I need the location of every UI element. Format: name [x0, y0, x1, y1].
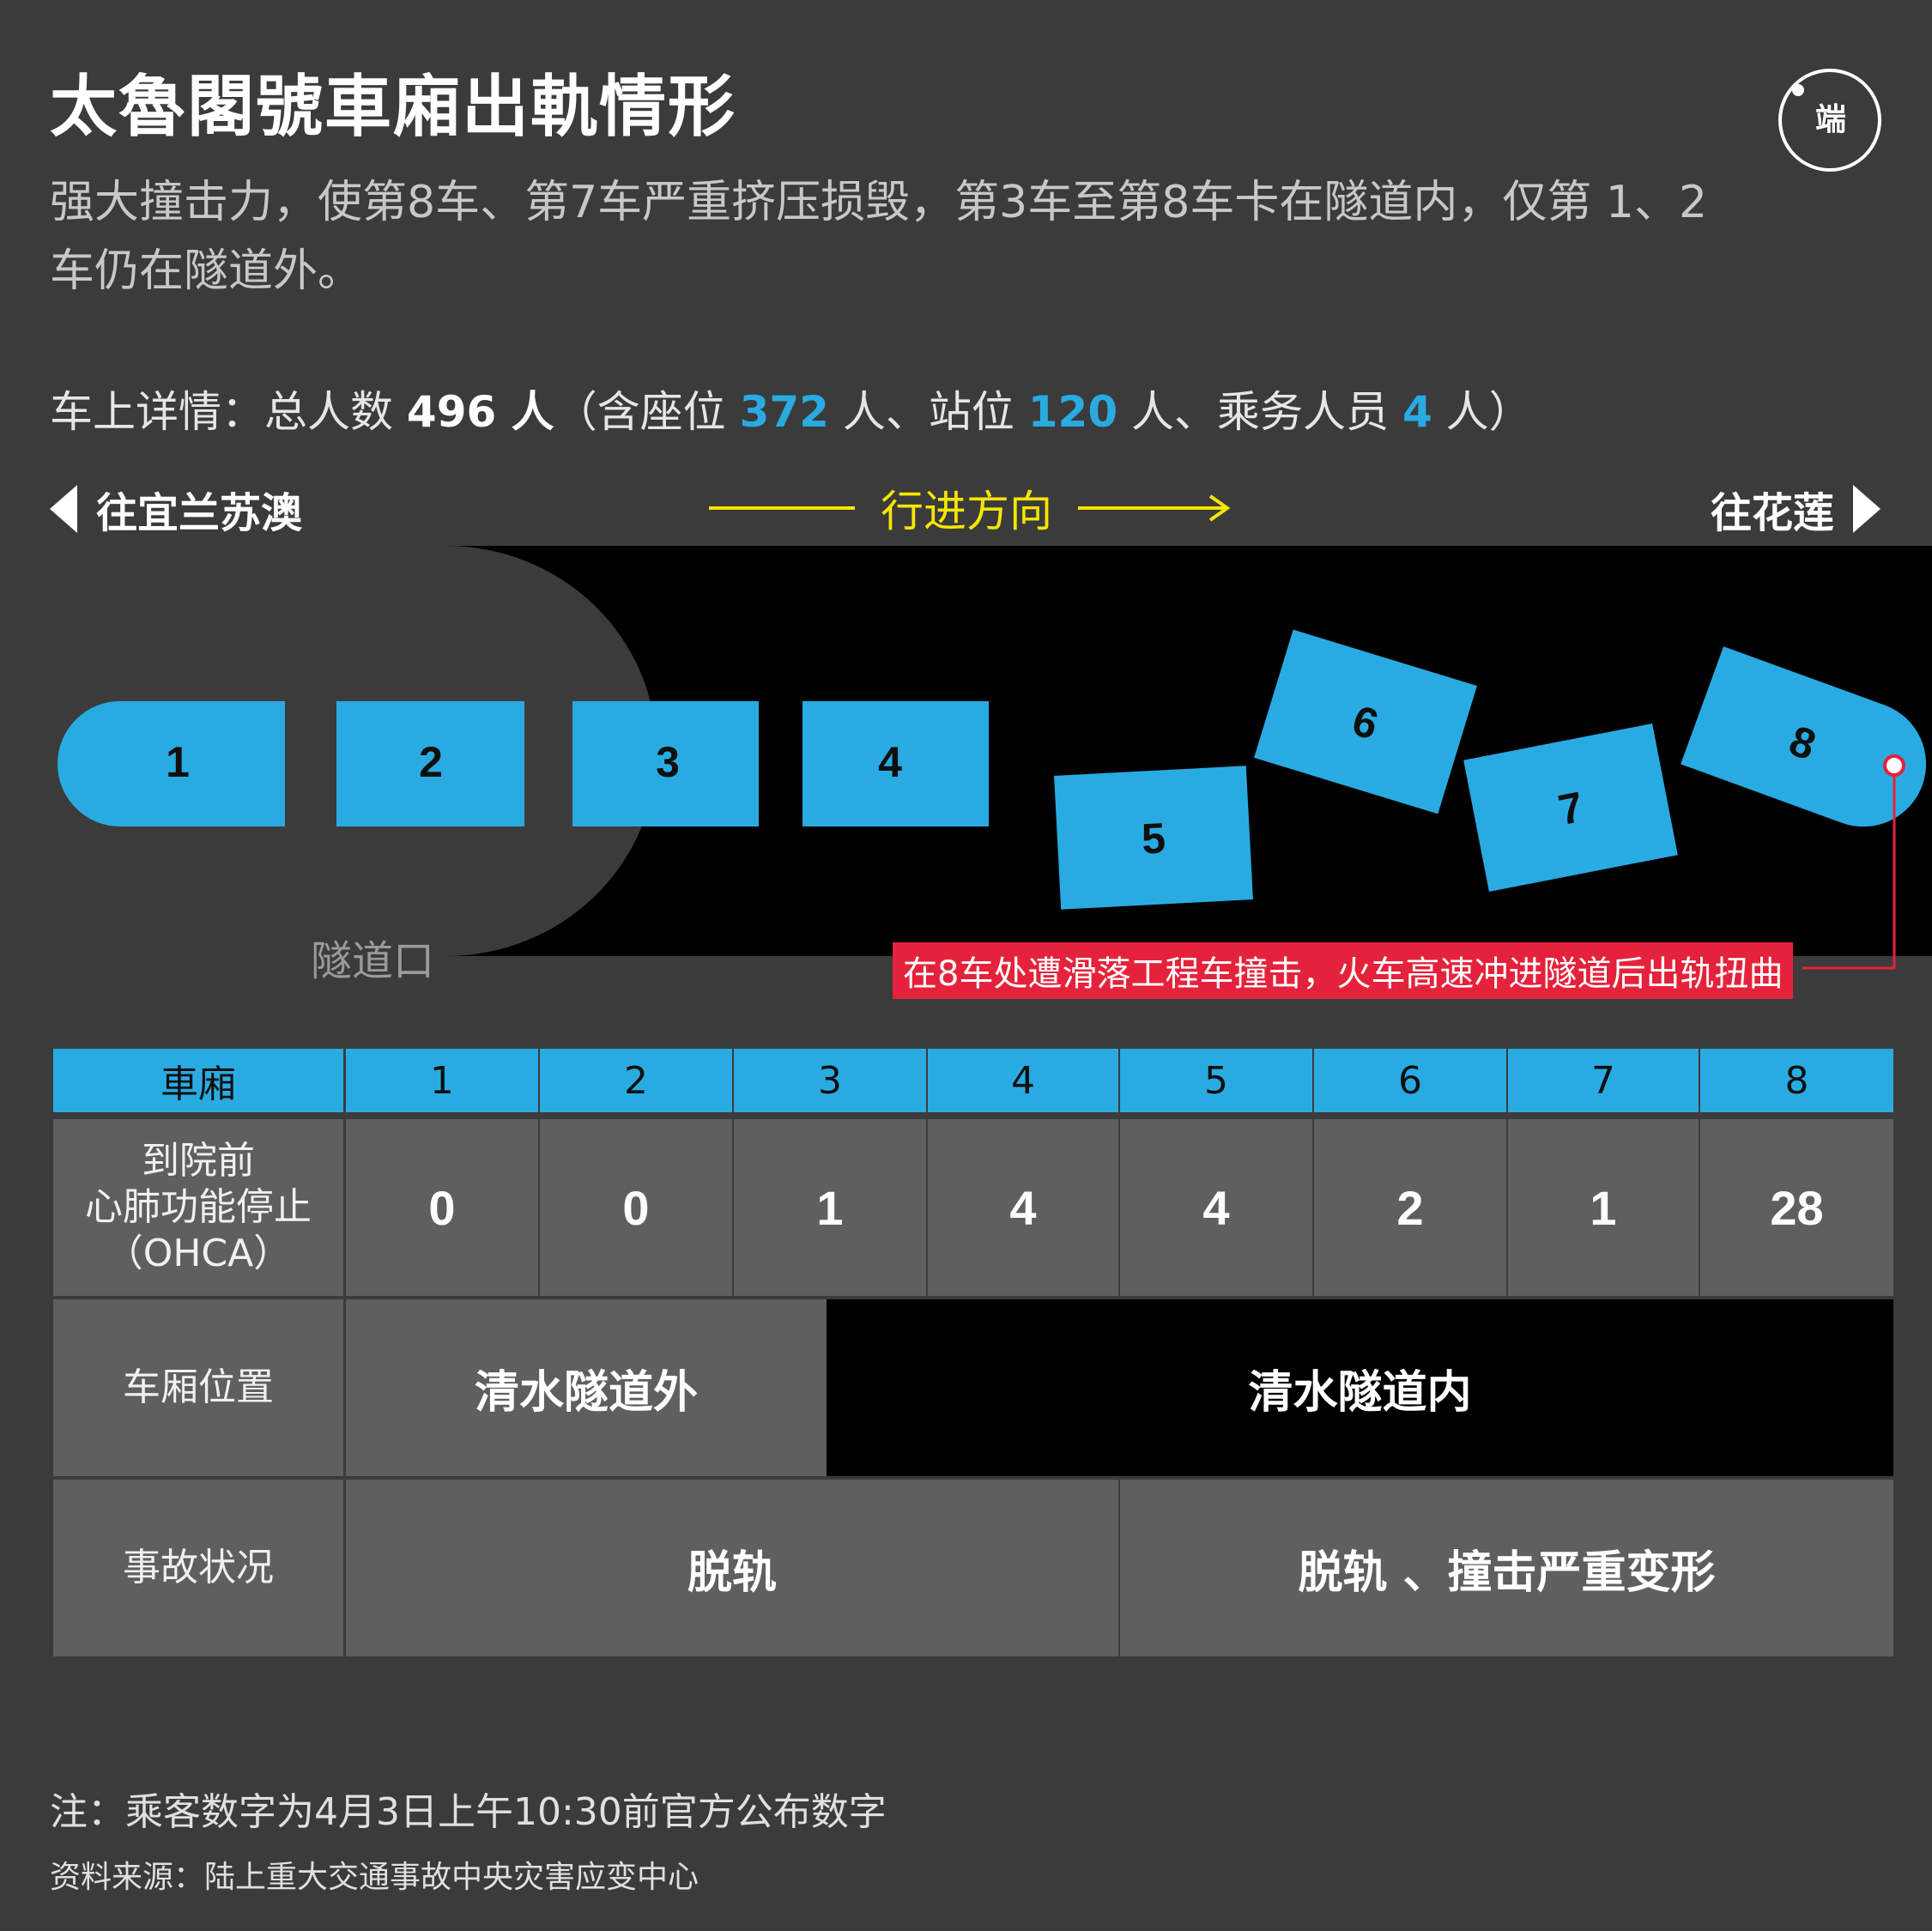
ohca-label-line-2: 心肺功能停止 — [85, 1185, 312, 1229]
ohca-value-car-5: 4 — [1120, 1119, 1312, 1296]
table-header-car-8: 8 — [1700, 1049, 1893, 1112]
status-derailed: 脱轨 — [346, 1480, 1118, 1656]
train-diagram: 1 2 3 4 5 6 7 8 — [0, 546, 1932, 970]
ohca-value-car-4: 4 — [928, 1119, 1118, 1296]
table-header-car-3: 3 — [734, 1049, 926, 1112]
arrow-right-thin-icon — [1078, 494, 1231, 522]
car-label-2: 2 — [419, 738, 443, 786]
car-3: 3 — [572, 701, 759, 826]
impact-point-icon — [1883, 754, 1905, 777]
stats-crew-prefix: 人、乘务人员 — [1117, 387, 1402, 437]
source: 资料来源：陆上重大交通事故中央灾害应变中心 — [50, 1860, 700, 1895]
status-derailed-deformed: 脱轨 、撞击严重变形 — [1120, 1480, 1893, 1656]
table-header-car-4: 4 — [928, 1049, 1118, 1112]
arrow-right-icon — [1853, 485, 1881, 533]
annotation-leader — [1802, 766, 1896, 970]
table-header-car-1: 1 — [346, 1049, 538, 1112]
ohca-value-car-8: 28 — [1700, 1119, 1893, 1296]
car-8: 8 — [1681, 646, 1927, 827]
position-label: 车厢位置 — [53, 1299, 343, 1476]
ohca-value-car-3: 1 — [734, 1119, 926, 1296]
table-header-car-6: 6 — [1314, 1049, 1506, 1112]
car-label-5: 5 — [1141, 814, 1167, 863]
ohca-label-line-3: （OHCA） — [105, 1232, 292, 1275]
car-6: 6 — [1254, 629, 1477, 814]
direction-center: 行进方向 — [709, 477, 1232, 539]
direction-right-label: 往花莲 — [1710, 489, 1834, 537]
car-label-1: 1 — [166, 738, 190, 786]
table-header-car-2: 2 — [540, 1049, 732, 1112]
car-5: 5 — [1054, 766, 1253, 910]
position-outside: 清水隧道外 — [346, 1299, 827, 1476]
status-label: 事故状况 — [53, 1480, 343, 1656]
position-inside: 清水隧道内 — [827, 1299, 1893, 1476]
ohca-value-car-6: 2 — [1314, 1119, 1506, 1296]
stats-prefix: 车上详情：总人数 — [50, 387, 407, 437]
table-header-car-5: 5 — [1120, 1049, 1312, 1112]
logo-dot-icon — [1792, 84, 1804, 96]
ohca-value-car-2: 0 — [540, 1119, 732, 1296]
car-2: 2 — [336, 701, 524, 826]
direction-left-label: 往宜兰苏澳 — [96, 489, 303, 537]
page-title: 太魯閣號車廂出軌情形 — [50, 69, 737, 146]
tunnel-label: 隧道口 — [311, 937, 435, 985]
direction-line-left — [709, 506, 855, 510]
arrow-left-icon — [50, 485, 77, 533]
passenger-stats: 车上详情：总人数 496 人（含座位 372 人、站位 120 人、乘务人员 4… — [50, 378, 1532, 439]
car-label-4: 4 — [878, 738, 902, 786]
ohca-value-car-1: 0 — [346, 1119, 538, 1296]
stats-seat-prefix: （含座位 — [554, 387, 740, 437]
car-4: 4 — [802, 701, 989, 826]
ohca-label-line-1: 到院前 — [142, 1139, 255, 1183]
stats-total: 496 人 — [406, 387, 554, 437]
logo-text: 端 — [1814, 102, 1846, 137]
ohca-label: 到院前 心肺功能停止 （OHCA） — [53, 1119, 343, 1296]
table-header-car-7: 7 — [1508, 1049, 1699, 1112]
stats-stand-prefix: 人、站位 — [828, 387, 1028, 437]
stats-crew: 4 — [1402, 387, 1432, 437]
table-header-label: 車廂 — [53, 1049, 343, 1112]
stats-seat: 372 — [739, 387, 829, 437]
car-label-3: 3 — [656, 738, 680, 786]
tunnel-entrance — [0, 546, 657, 956]
stats-stand: 120 — [1027, 387, 1118, 437]
stats-suffix: 人） — [1432, 387, 1532, 437]
direction-right: 往花莲 — [1711, 479, 1881, 539]
footnote: 注：乘客数字为4月3日上午10:30前官方公布数字 — [50, 1790, 887, 1834]
car-7: 7 — [1463, 723, 1678, 892]
direction-center-label: 行进方向 — [881, 487, 1052, 536]
ohca-value-car-7: 1 — [1508, 1119, 1699, 1296]
impact-annotation: 在8车处遭滑落工程车撞击，火车高速冲进隧道后出轨扭曲 — [893, 942, 1794, 999]
logo: 端 — [1778, 69, 1881, 172]
direction-left: 往宜兰苏澳 — [50, 479, 302, 539]
car-1: 1 — [58, 701, 285, 826]
subtitle: 强大撞击力，使第8车、第7车严重挤压损毁，第3车至第8车卡在隧道内，仅第 1、2… — [50, 177, 1708, 297]
